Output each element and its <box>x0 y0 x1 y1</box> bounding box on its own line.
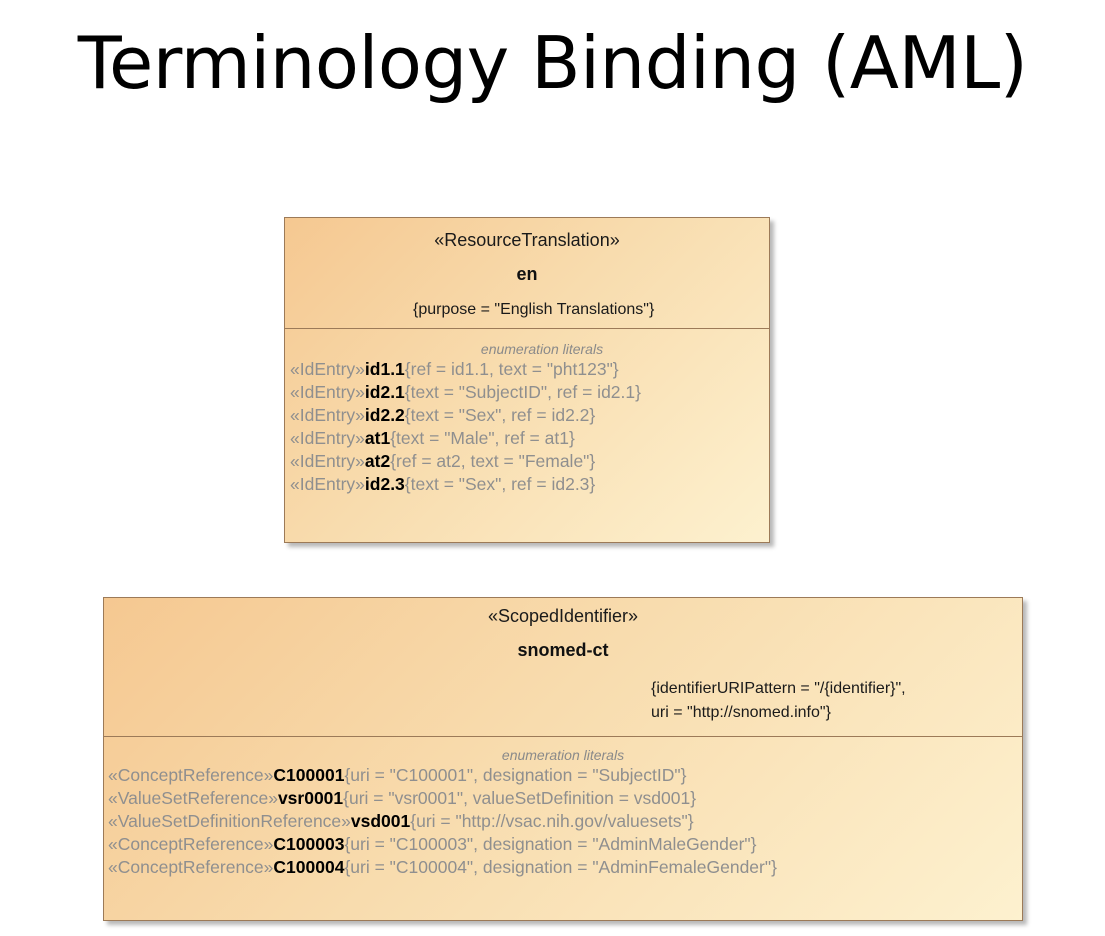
scoped-identifier-name: snomed-ct <box>517 640 609 660</box>
literal-properties: {uri = "C100001", designation = "Subject… <box>344 765 687 785</box>
literal-stereotype: «IdEntry» <box>290 359 365 379</box>
slide-title: Terminology Binding (AML) <box>77 21 1028 105</box>
literal-name: at2 <box>364 451 391 471</box>
enumeration-literal[interactable]: «IdEntry»at2{ref = at2, text = "Female"} <box>285 450 769 473</box>
literal-stereotype: «IdEntry» <box>290 451 365 471</box>
literal-stereotype: «IdEntry» <box>290 382 365 402</box>
literal-name: id2.3 <box>364 474 405 494</box>
literal-name: vsr0001 <box>277 788 344 808</box>
enumeration-literal[interactable]: «IdEntry»id2.2{text = "Sex", ref = id2.2… <box>285 404 769 427</box>
scoped-identifier-stereotype: «ScopedIdentifier» <box>487 606 639 626</box>
literal-properties: {text = "Sex", ref = id2.3} <box>404 474 596 494</box>
resource-translation-stereotype: «ResourceTranslation» <box>434 230 620 250</box>
literal-name: vsd001 <box>350 811 411 831</box>
compartment-label: enumeration literals <box>501 747 625 763</box>
enumeration-literal[interactable]: «ConceptReference»C100003{uri = "C100003… <box>104 833 1022 856</box>
scoped-identifier-box[interactable]: «ScopedIdentifier» snomed-ct {identifier… <box>103 597 1023 921</box>
tagged-value-line: {identifierURIPattern = "/{identifier}", <box>651 680 906 697</box>
literal-properties: {text = "Sex", ref = id2.2} <box>404 405 596 425</box>
literal-name: at1 <box>364 428 391 448</box>
enumeration-literal[interactable]: «IdEntry»id2.1{text = "SubjectID", ref =… <box>285 381 769 404</box>
literal-stereotype: «ValueSetReference» <box>108 788 278 808</box>
enumeration-literal[interactable]: «ValueSetDefinitionReference»vsd001{uri … <box>104 810 1022 833</box>
scoped-identifier-tagged-values: {identifierURIPattern = "/{identifier}",… <box>651 677 906 725</box>
literal-name: id2.1 <box>364 382 405 402</box>
resource-translation-tagged-value: {purpose = "English Translations"} <box>413 301 655 318</box>
literal-properties: {uri = "C100004", designation = "AdminFe… <box>344 857 777 877</box>
enumeration-literal[interactable]: «ConceptReference»C100001{uri = "C100001… <box>104 764 1022 787</box>
literal-name: C100003 <box>273 834 345 854</box>
literal-stereotype: «ConceptReference» <box>108 765 274 785</box>
literal-stereotype: «IdEntry» <box>290 428 365 448</box>
tagged-value-line: uri = "http://snomed.info"} <box>651 704 831 721</box>
enumeration-literal[interactable]: «ConceptReference»C100004{uri = "C100004… <box>104 856 1022 879</box>
literal-name: id1.1 <box>364 359 405 379</box>
compartment-label: enumeration literals <box>480 341 604 357</box>
resource-translation-name: en <box>516 264 538 284</box>
literal-stereotype: «ConceptReference» <box>108 857 274 877</box>
literal-properties: {uri = "C100003", designation = "AdminMa… <box>344 834 757 854</box>
literal-stereotype: «IdEntry» <box>290 405 365 425</box>
scoped-identifier-literals: enumeration literals «ConceptReference»C… <box>104 737 1022 879</box>
scoped-identifier-header: «ScopedIdentifier» snomed-ct {identifier… <box>104 598 1022 737</box>
resource-translation-header: «ResourceTranslation» en {purpose = "Eng… <box>285 218 769 329</box>
literal-name: C100001 <box>273 765 345 785</box>
literal-stereotype: «IdEntry» <box>290 474 365 494</box>
literal-properties: {uri = "vsr0001", valueSetDefinition = v… <box>343 788 697 808</box>
literal-name: C100004 <box>273 857 345 877</box>
literal-properties: {uri = "http://vsac.nih.gov/valuesets"} <box>410 811 694 831</box>
literal-stereotype: «ValueSetDefinitionReference» <box>108 811 351 831</box>
literal-properties: {text = "Male", ref = at1} <box>390 428 575 448</box>
enumeration-literal[interactable]: «IdEntry»id1.1{ref = id1.1, text = "pht1… <box>285 358 769 381</box>
literal-properties: {text = "SubjectID", ref = id2.1} <box>404 382 641 402</box>
literal-stereotype: «ConceptReference» <box>108 834 274 854</box>
literal-properties: {ref = id1.1, text = "pht123"} <box>404 359 619 379</box>
enumeration-literal[interactable]: «IdEntry»id2.3{text = "Sex", ref = id2.3… <box>285 473 769 496</box>
resource-translation-literals: enumeration literals «IdEntry»id1.1{ref … <box>285 329 769 496</box>
literal-name: id2.2 <box>364 405 405 425</box>
literal-properties: {ref = at2, text = "Female"} <box>390 451 596 471</box>
resource-translation-box[interactable]: «ResourceTranslation» en {purpose = "Eng… <box>284 217 770 543</box>
enumeration-literal[interactable]: «IdEntry»at1{text = "Male", ref = at1} <box>285 427 769 450</box>
enumeration-literal[interactable]: «ValueSetReference»vsr0001{uri = "vsr000… <box>104 787 1022 810</box>
